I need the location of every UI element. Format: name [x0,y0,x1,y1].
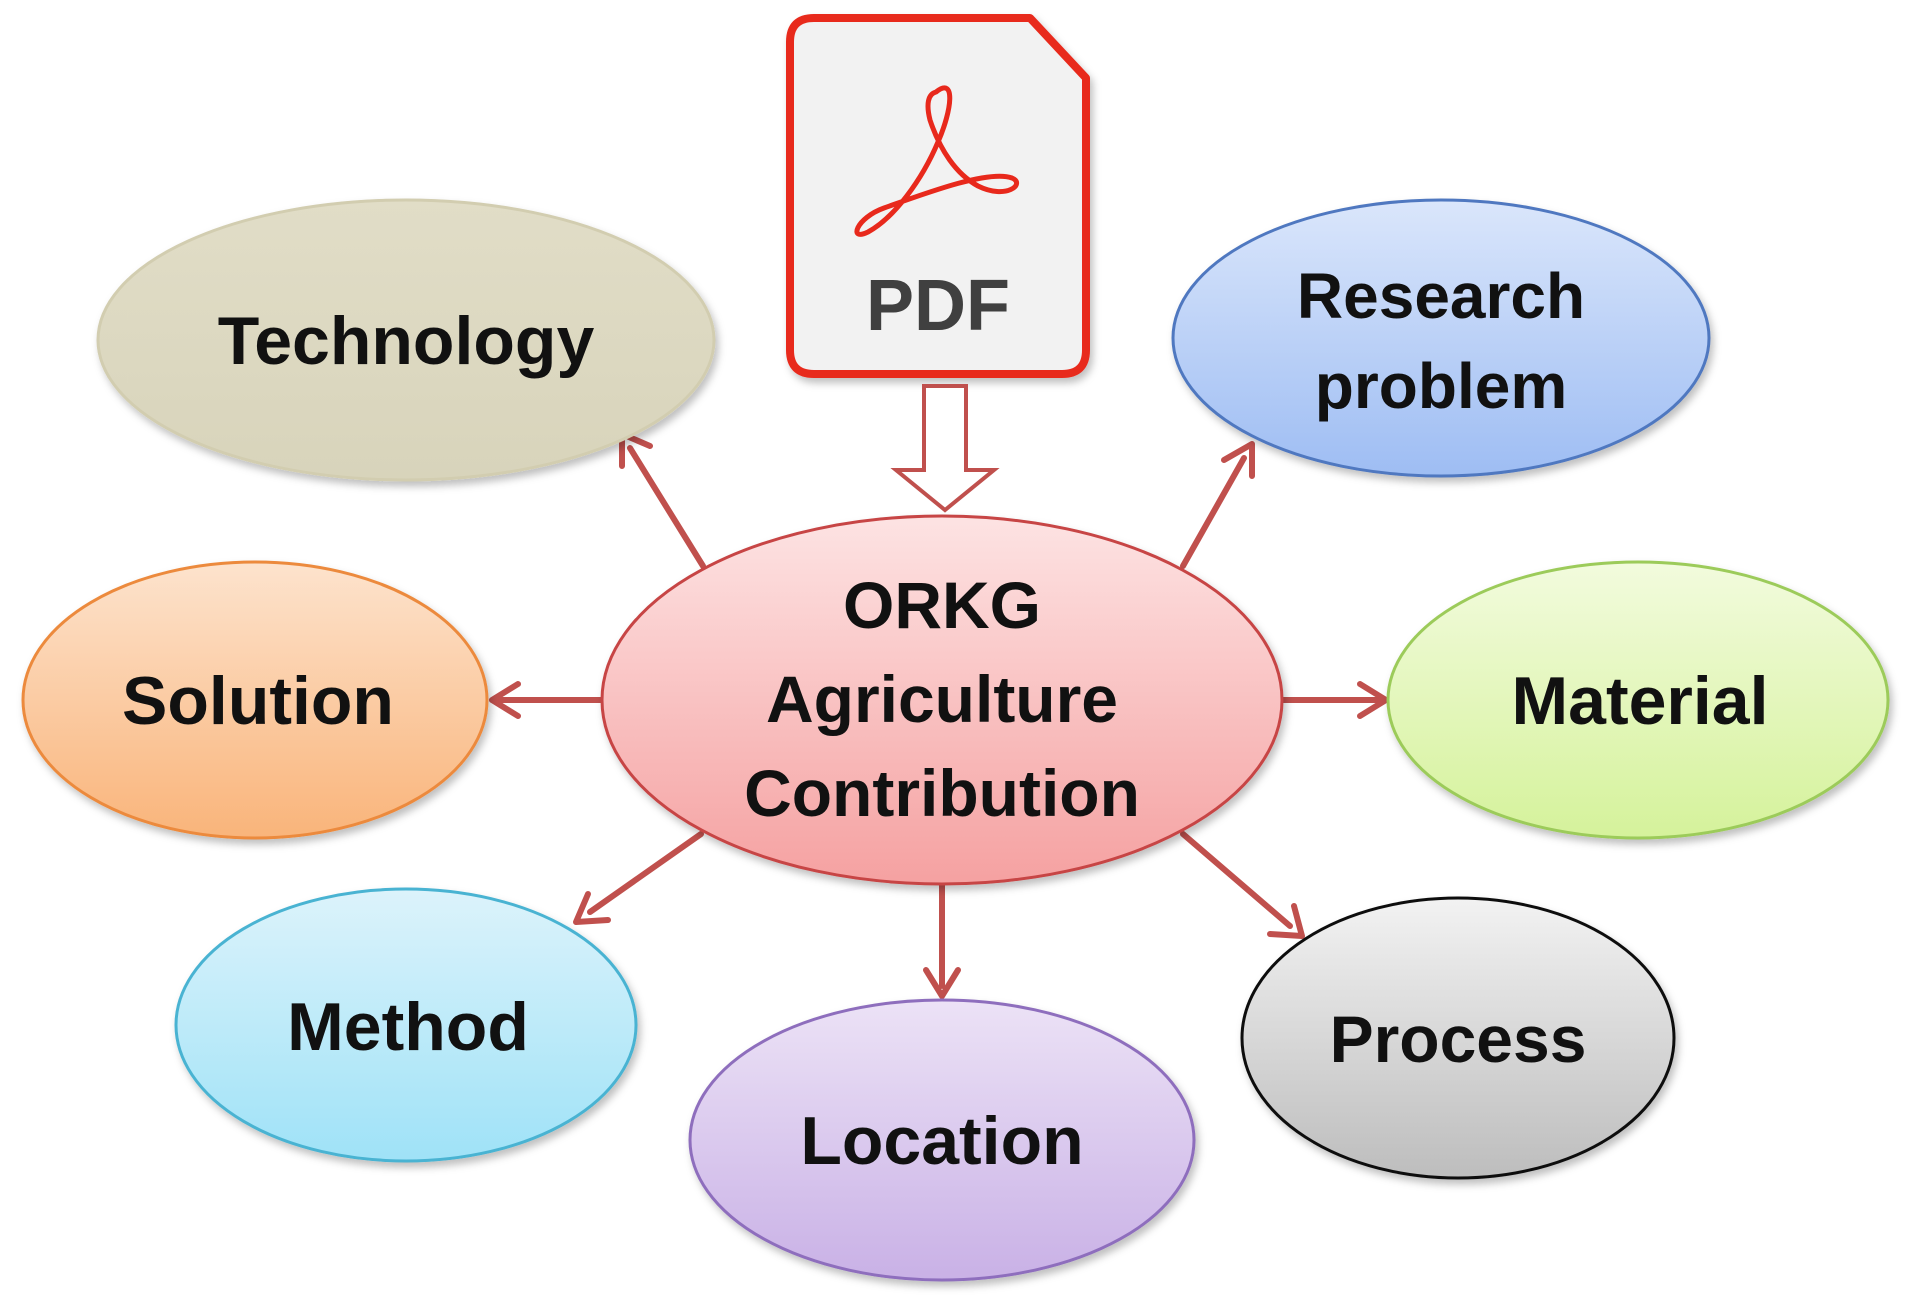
arrowhead-location [923,967,961,999]
node-research-problem-label-line1: Research [1297,260,1585,332]
node-research-problem: Research problem [1171,198,1711,478]
connector-arrows [489,431,1389,999]
node-research-problem-label-line2: problem [1315,350,1567,422]
node-technology-label: Technology [218,303,595,379]
node-method: Method [174,887,638,1163]
node-solution-label: Solution [122,663,394,739]
center-label-line1: ORKG [843,568,1041,642]
arrowhead-solution [489,681,521,719]
pdf-label: PDF [866,266,1010,346]
acrobat-icon [854,85,1020,237]
node-material: Material [1386,560,1890,840]
center-label-line3: Contribution [744,756,1140,830]
pdf-page-shape [786,14,1090,378]
arrowhead-method [573,891,611,925]
node-process: Process [1240,896,1676,1180]
arrowhead-research-problem [1221,441,1255,479]
pdf-to-center-arrow [890,384,1000,513]
arrowhead-material [1357,681,1389,719]
node-location: Location [688,998,1196,1282]
node-solution: Solution [21,560,489,840]
node-material-label: Material [1512,663,1769,739]
arrow-to-method [587,831,704,915]
node-process-label: Process [1330,1002,1587,1076]
arrowhead-process [1267,903,1305,939]
pdf-document-icon: PDF [786,14,1090,378]
arrow-to-research-problem [1180,455,1247,569]
node-technology: Technology [96,198,716,482]
node-method-label: Method [287,989,529,1065]
arrow-to-process [1180,831,1293,929]
center-label-line2: Agriculture [766,662,1118,736]
node-location-label: Location [800,1103,1083,1179]
arrow-to-technology [627,445,706,569]
center-node: ORKG Agriculture Contribution [600,514,1284,886]
